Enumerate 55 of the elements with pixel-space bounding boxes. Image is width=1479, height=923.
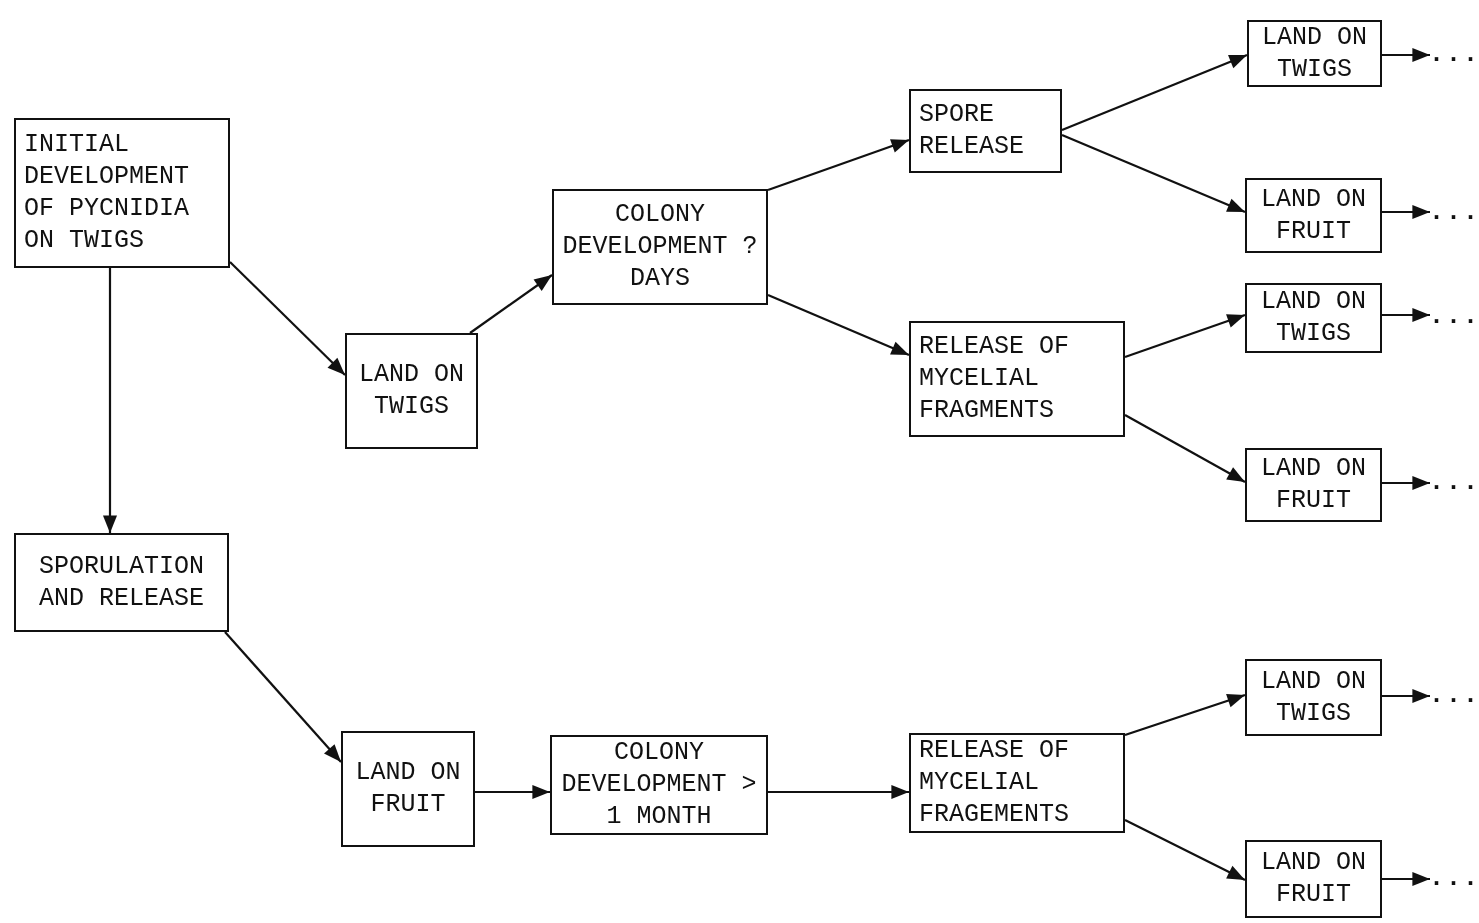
box-label: LAND ON FRUIT bbox=[1260, 453, 1367, 517]
process-box bbox=[341, 731, 475, 847]
arrow bbox=[1382, 871, 1430, 887]
arrow bbox=[469, 274, 553, 334]
process-box bbox=[14, 118, 230, 268]
arrow bbox=[1124, 693, 1246, 737]
process-box bbox=[1245, 178, 1382, 253]
arrow bbox=[224, 631, 342, 763]
box-label: SPORE RELEASE bbox=[919, 99, 1026, 163]
arrow bbox=[229, 261, 346, 376]
arrow bbox=[1061, 54, 1248, 131]
box-label: LAND ON TWIGS bbox=[1260, 286, 1367, 350]
ellipsis-text: ... bbox=[1430, 196, 1479, 230]
box-label: LAND ON FRUIT bbox=[354, 757, 462, 821]
arrow bbox=[767, 138, 910, 192]
box-label: COLONY DEVELOPMENT ? DAYS bbox=[562, 199, 758, 295]
arrow bbox=[1061, 134, 1246, 213]
ellipsis-text: ... bbox=[1430, 466, 1479, 500]
process-box bbox=[1245, 448, 1382, 522]
arrow bbox=[1124, 819, 1246, 881]
box-label: LAND ON TWIGS bbox=[1260, 665, 1367, 730]
arrow bbox=[1382, 475, 1430, 491]
process-box bbox=[345, 333, 478, 449]
ellipsis-text: ... bbox=[1430, 679, 1479, 713]
arrow bbox=[102, 268, 118, 533]
arrow bbox=[1382, 204, 1430, 220]
process-box bbox=[909, 733, 1125, 833]
arrow bbox=[768, 784, 909, 800]
arrow bbox=[1124, 414, 1246, 483]
box-label: LAND ON TWIGS bbox=[358, 359, 465, 423]
box-label: INITIAL DEVELOPMENT OF PYCNIDIA ON TWIGS bbox=[24, 129, 191, 257]
box-label: COLONY DEVELOPMENT > 1 MONTH bbox=[560, 737, 758, 833]
box-label: LAND ON FRUIT bbox=[1260, 183, 1367, 248]
process-box bbox=[552, 189, 768, 305]
process-box bbox=[1245, 283, 1382, 353]
arrow bbox=[1382, 688, 1430, 704]
process-box bbox=[909, 89, 1062, 173]
arrow bbox=[475, 784, 550, 800]
ellipsis-text: ... bbox=[1430, 300, 1479, 334]
ellipsis-text: ... bbox=[1430, 38, 1479, 72]
process-box bbox=[14, 533, 229, 632]
arrow bbox=[1382, 307, 1430, 323]
process-box bbox=[909, 321, 1125, 437]
process-box bbox=[1245, 840, 1382, 918]
ellipsis-text: ... bbox=[1430, 862, 1479, 896]
arrow bbox=[1382, 47, 1430, 63]
box-label: LAND ON TWIGS bbox=[1261, 21, 1368, 86]
arrow bbox=[767, 294, 910, 356]
box-label: RELEASE OF MYCELIAL FRAGEMENTS bbox=[919, 735, 1071, 831]
process-box bbox=[1245, 659, 1382, 736]
box-label: RELEASE OF MYCELIAL FRAGMENTS bbox=[919, 331, 1071, 427]
box-label: LAND ON FRUIT bbox=[1260, 847, 1367, 911]
arrow bbox=[1124, 313, 1246, 359]
box-label: SPORULATION AND RELEASE bbox=[38, 550, 205, 615]
process-box bbox=[1247, 20, 1382, 87]
